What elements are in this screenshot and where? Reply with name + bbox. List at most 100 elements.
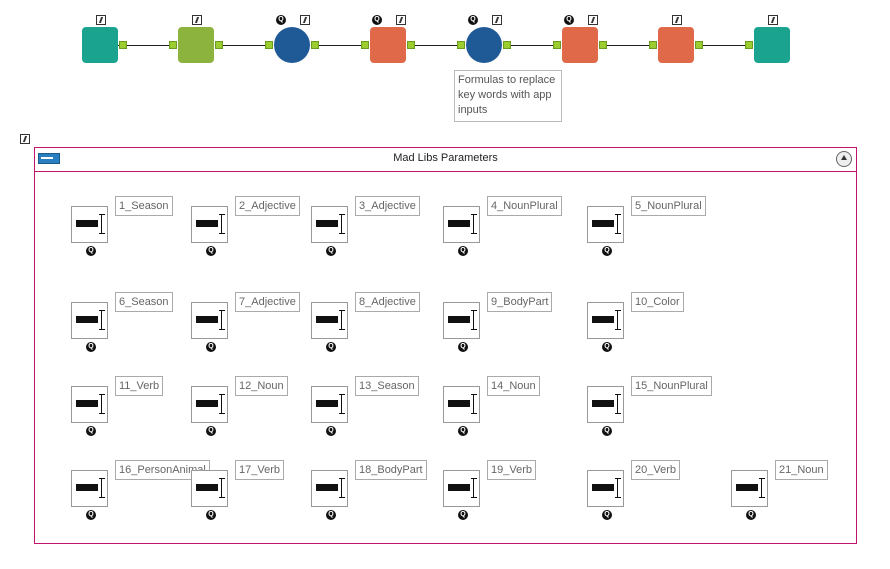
field-label: 10_Color bbox=[631, 292, 684, 312]
question-badge-icon: Q bbox=[458, 510, 468, 520]
connector bbox=[407, 45, 465, 46]
text-box-icon[interactable] bbox=[311, 206, 348, 243]
text-box-icon[interactable] bbox=[587, 206, 624, 243]
input-anchor[interactable] bbox=[649, 41, 657, 49]
field-label: 8_Adjective bbox=[355, 292, 420, 312]
question-badge-icon: Q bbox=[206, 246, 216, 256]
question-badge-icon: Q bbox=[458, 342, 468, 352]
text-box-icon[interactable] bbox=[443, 470, 480, 507]
connector bbox=[118, 45, 170, 46]
bolt-icon bbox=[96, 15, 106, 25]
text-box-icon[interactable] bbox=[443, 206, 480, 243]
output-anchor[interactable] bbox=[599, 41, 607, 49]
field-label: 3_Adjective bbox=[355, 196, 420, 216]
bolt-icon bbox=[492, 15, 502, 25]
transpose-tool-icon[interactable] bbox=[370, 27, 406, 63]
text-box-icon[interactable] bbox=[443, 386, 480, 423]
text-box-icon[interactable] bbox=[587, 470, 624, 507]
text-box-icon[interactable] bbox=[311, 386, 348, 423]
question-badge-icon: Q bbox=[206, 426, 216, 436]
text-box-icon[interactable] bbox=[191, 206, 228, 243]
summarize-tool-icon[interactable] bbox=[658, 27, 694, 63]
formula-annotation: Formulas to replace key words with app i… bbox=[454, 70, 562, 122]
text-box-icon[interactable] bbox=[311, 302, 348, 339]
text-box-icon[interactable] bbox=[71, 470, 108, 507]
field-label: 13_Season bbox=[355, 376, 419, 396]
connector bbox=[599, 45, 657, 46]
input-data-tool-icon[interactable] bbox=[82, 27, 118, 63]
text-box-icon[interactable] bbox=[191, 386, 228, 423]
field-label: 20_Verb bbox=[631, 460, 680, 480]
formula-tool-icon[interactable] bbox=[466, 27, 502, 63]
input-anchor[interactable] bbox=[457, 41, 465, 49]
output-anchor[interactable] bbox=[695, 41, 703, 49]
bolt-icon bbox=[192, 15, 202, 25]
field-label: 15_NounPlural bbox=[631, 376, 712, 396]
field-label: 9_BodyPart bbox=[487, 292, 553, 312]
container-bolt-icon bbox=[20, 134, 30, 144]
connector bbox=[215, 45, 270, 46]
output-anchor[interactable] bbox=[119, 41, 127, 49]
cross-tab-tool-icon[interactable] bbox=[562, 27, 598, 63]
input-anchor[interactable] bbox=[745, 41, 753, 49]
bolt-icon bbox=[300, 15, 310, 25]
question-badge-icon: Q bbox=[458, 246, 468, 256]
question-badge-icon: Q bbox=[746, 510, 756, 520]
question-badge-icon: Q bbox=[564, 15, 574, 25]
question-badge-icon: Q bbox=[458, 426, 468, 436]
question-badge-icon: Q bbox=[326, 246, 336, 256]
question-badge-icon: Q bbox=[326, 510, 336, 520]
text-box-icon[interactable] bbox=[587, 302, 624, 339]
output-anchor[interactable] bbox=[407, 41, 415, 49]
text-box-icon[interactable] bbox=[311, 470, 348, 507]
question-badge-icon: Q bbox=[602, 510, 612, 520]
output-anchor[interactable] bbox=[311, 41, 319, 49]
question-badge-icon: Q bbox=[206, 342, 216, 352]
bolt-icon bbox=[768, 15, 778, 25]
record-id-tool-icon[interactable] bbox=[274, 27, 310, 63]
question-badge-icon: Q bbox=[86, 246, 96, 256]
input-anchor[interactable] bbox=[169, 41, 177, 49]
field-label: 14_Noun bbox=[487, 376, 540, 396]
text-to-columns-tool-icon[interactable] bbox=[178, 27, 214, 63]
bolt-icon bbox=[588, 15, 598, 25]
text-box-icon[interactable] bbox=[191, 470, 228, 507]
question-badge-icon: Q bbox=[86, 510, 96, 520]
text-box-icon[interactable] bbox=[71, 302, 108, 339]
input-anchor[interactable] bbox=[553, 41, 561, 49]
container-header[interactable]: Mad Libs Parameters bbox=[35, 148, 856, 172]
text-box-icon[interactable] bbox=[443, 302, 480, 339]
text-box-icon[interactable] bbox=[731, 470, 768, 507]
question-badge-icon: Q bbox=[86, 342, 96, 352]
field-label: 12_Noun bbox=[235, 376, 288, 396]
output-anchor[interactable] bbox=[503, 41, 511, 49]
question-badge-icon: Q bbox=[86, 426, 96, 436]
question-badge-icon: Q bbox=[326, 342, 336, 352]
field-label: 19_Verb bbox=[487, 460, 536, 480]
input-anchor[interactable] bbox=[265, 41, 273, 49]
browse-tool-icon[interactable] bbox=[754, 27, 790, 63]
field-label: 18_BodyPart bbox=[355, 460, 427, 480]
field-label: 6_Season bbox=[115, 292, 173, 312]
text-box-icon[interactable] bbox=[191, 302, 228, 339]
question-badge-icon: Q bbox=[468, 15, 478, 25]
input-anchor[interactable] bbox=[361, 41, 369, 49]
question-badge-icon: Q bbox=[276, 15, 286, 25]
field-label: 2_Adjective bbox=[235, 196, 300, 216]
collapse-icon[interactable] bbox=[836, 151, 852, 167]
text-box-icon[interactable] bbox=[587, 386, 624, 423]
question-badge-icon: Q bbox=[602, 246, 612, 256]
field-label: 21_Noun bbox=[775, 460, 828, 480]
field-label: 4_NounPlural bbox=[487, 196, 562, 216]
container-icon bbox=[38, 153, 60, 164]
connector bbox=[311, 45, 369, 46]
field-label: 11_Verb bbox=[115, 376, 164, 396]
field-label: 7_Adjective bbox=[235, 292, 300, 312]
field-label: 1_Season bbox=[115, 196, 173, 216]
connector bbox=[695, 45, 753, 46]
text-box-icon[interactable] bbox=[71, 206, 108, 243]
text-box-icon[interactable] bbox=[71, 386, 108, 423]
container-title: Mad Libs Parameters bbox=[393, 152, 498, 164]
output-anchor[interactable] bbox=[215, 41, 223, 49]
